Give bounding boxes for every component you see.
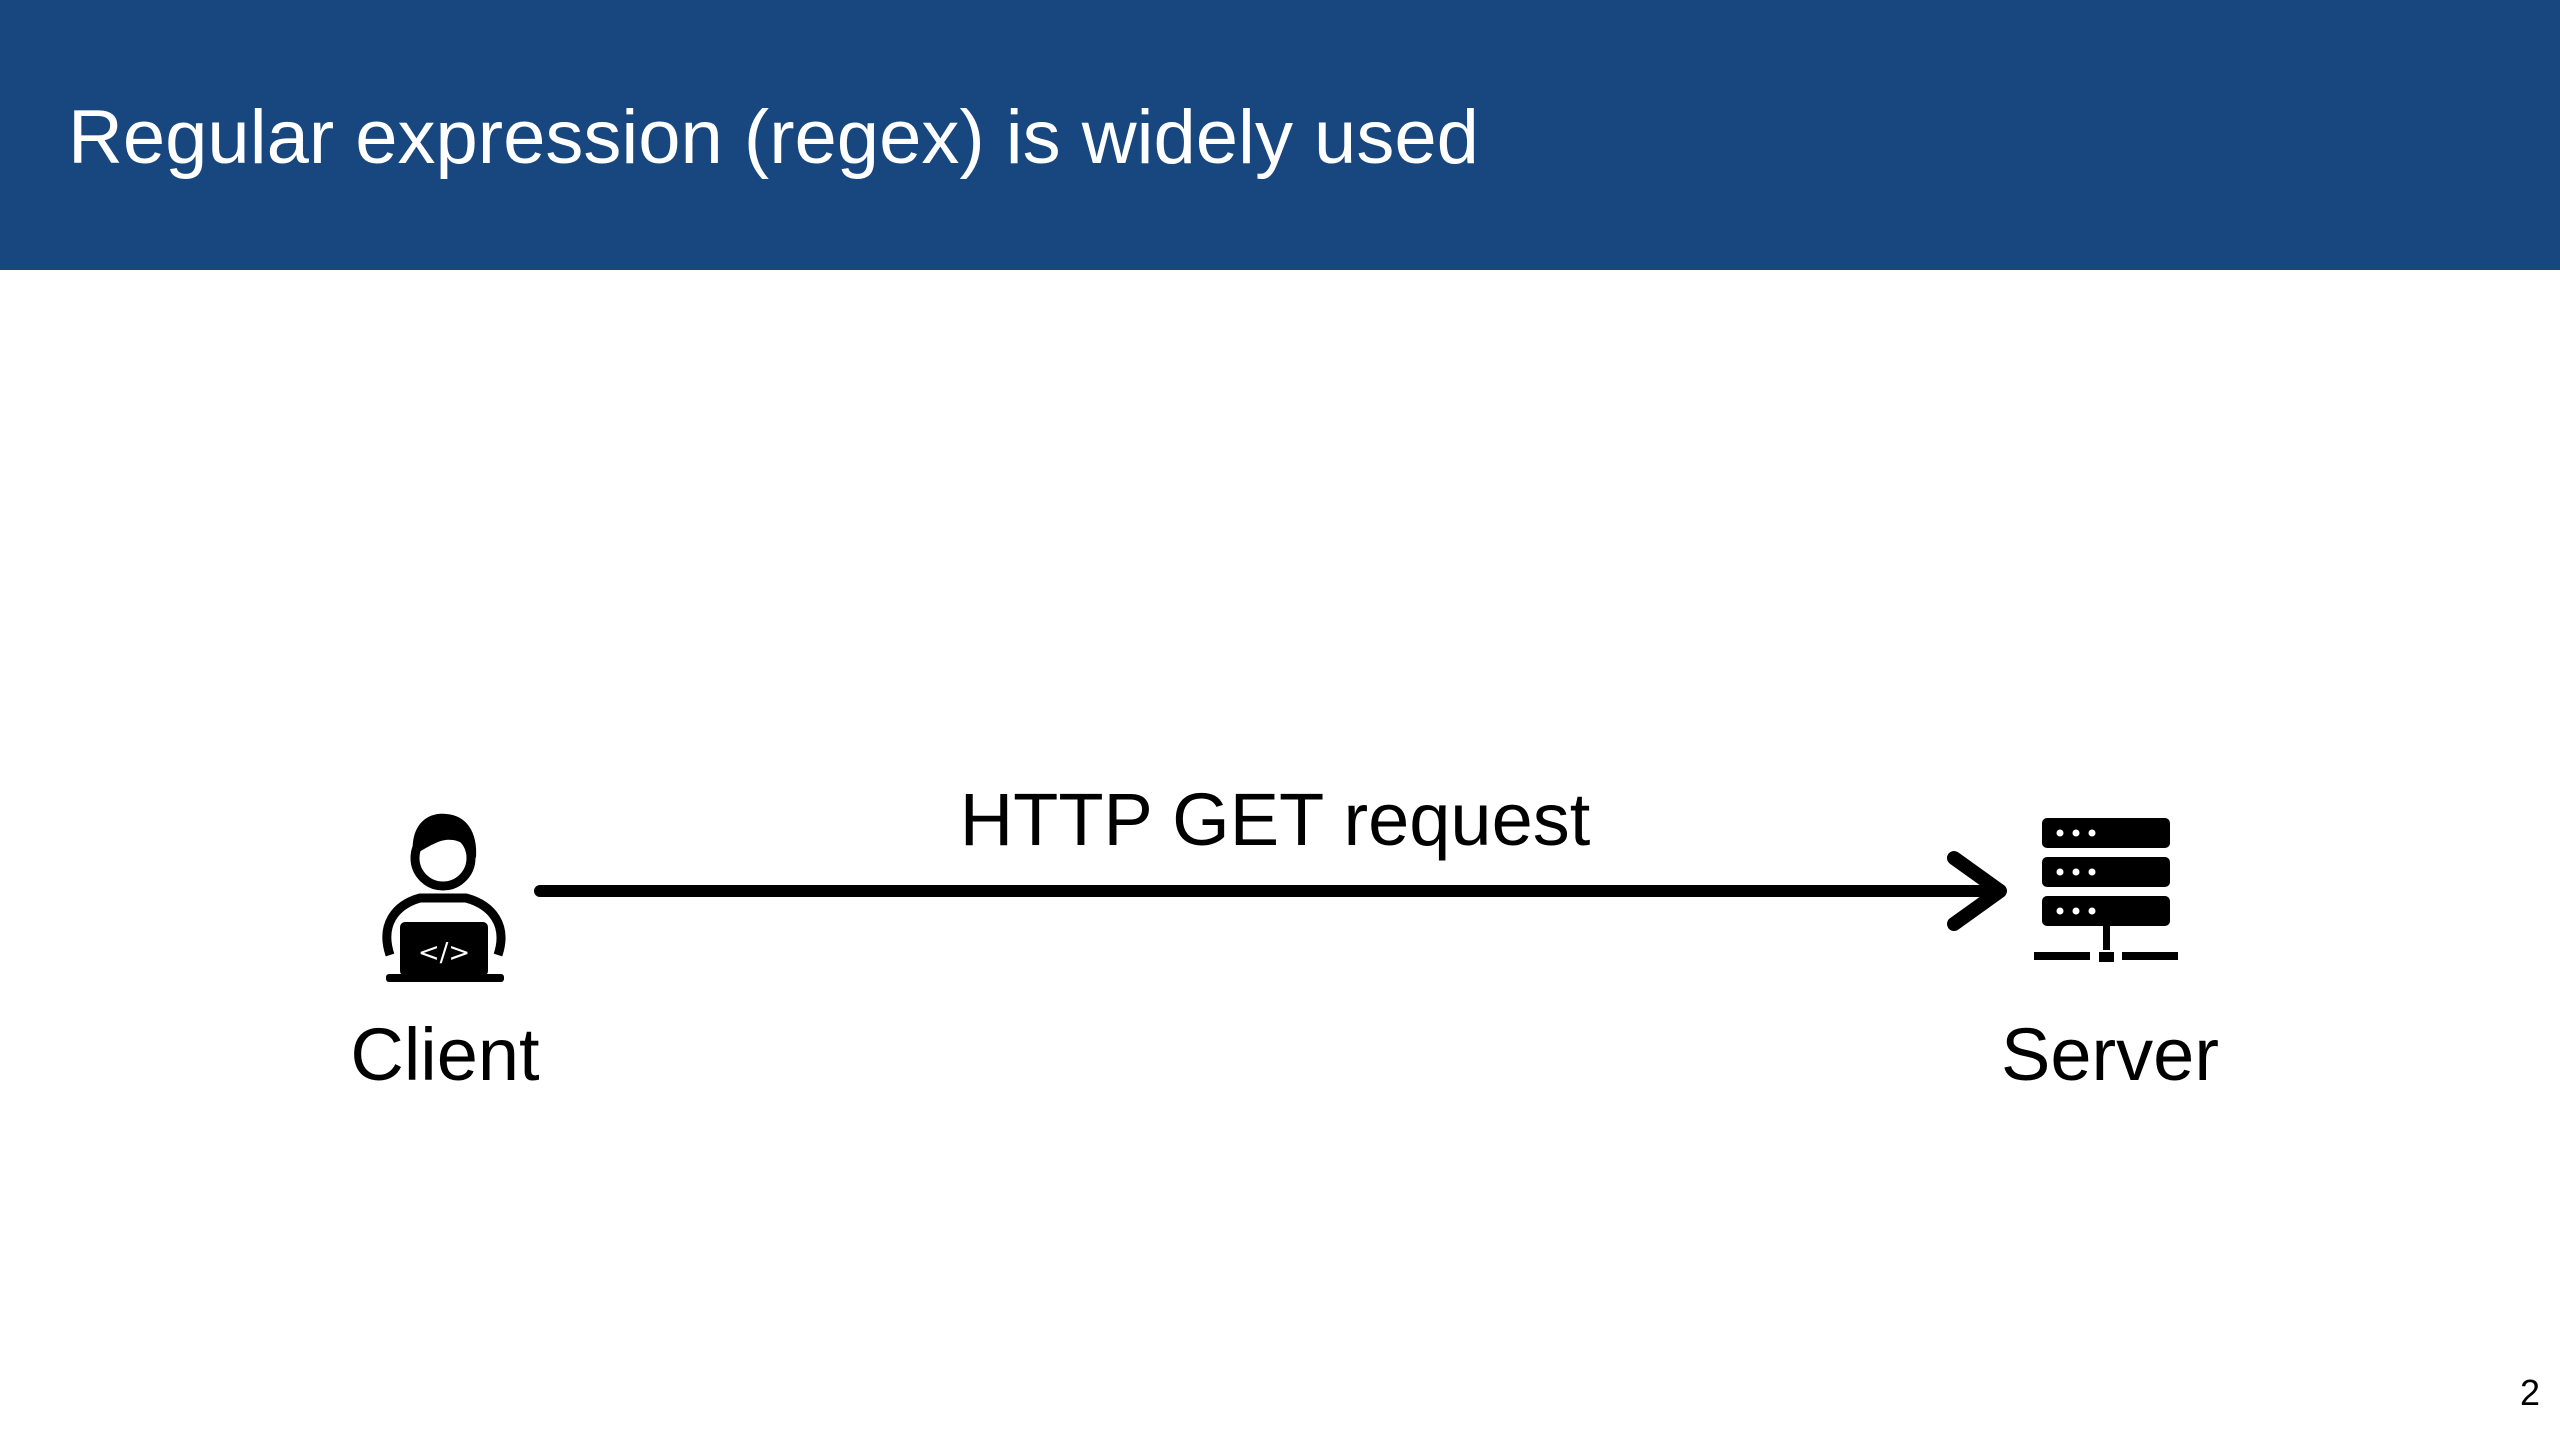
arrow-label: HTTP GET request: [959, 778, 1591, 861]
server-label: Server: [2001, 1013, 2219, 1096]
page-number: 2: [2519, 1372, 2540, 1413]
title-bar: Regular expression (regex) is widely use…: [0, 0, 2560, 270]
developer-laptop-icon: </>: [382, 813, 506, 982]
slide-title: Regular expression (regex) is widely use…: [68, 95, 1479, 180]
client-screen-code: </>: [418, 938, 470, 968]
server-rack-icon: [2034, 818, 2178, 962]
client-label: Client: [350, 1013, 540, 1096]
request-arrow: [534, 851, 2007, 931]
